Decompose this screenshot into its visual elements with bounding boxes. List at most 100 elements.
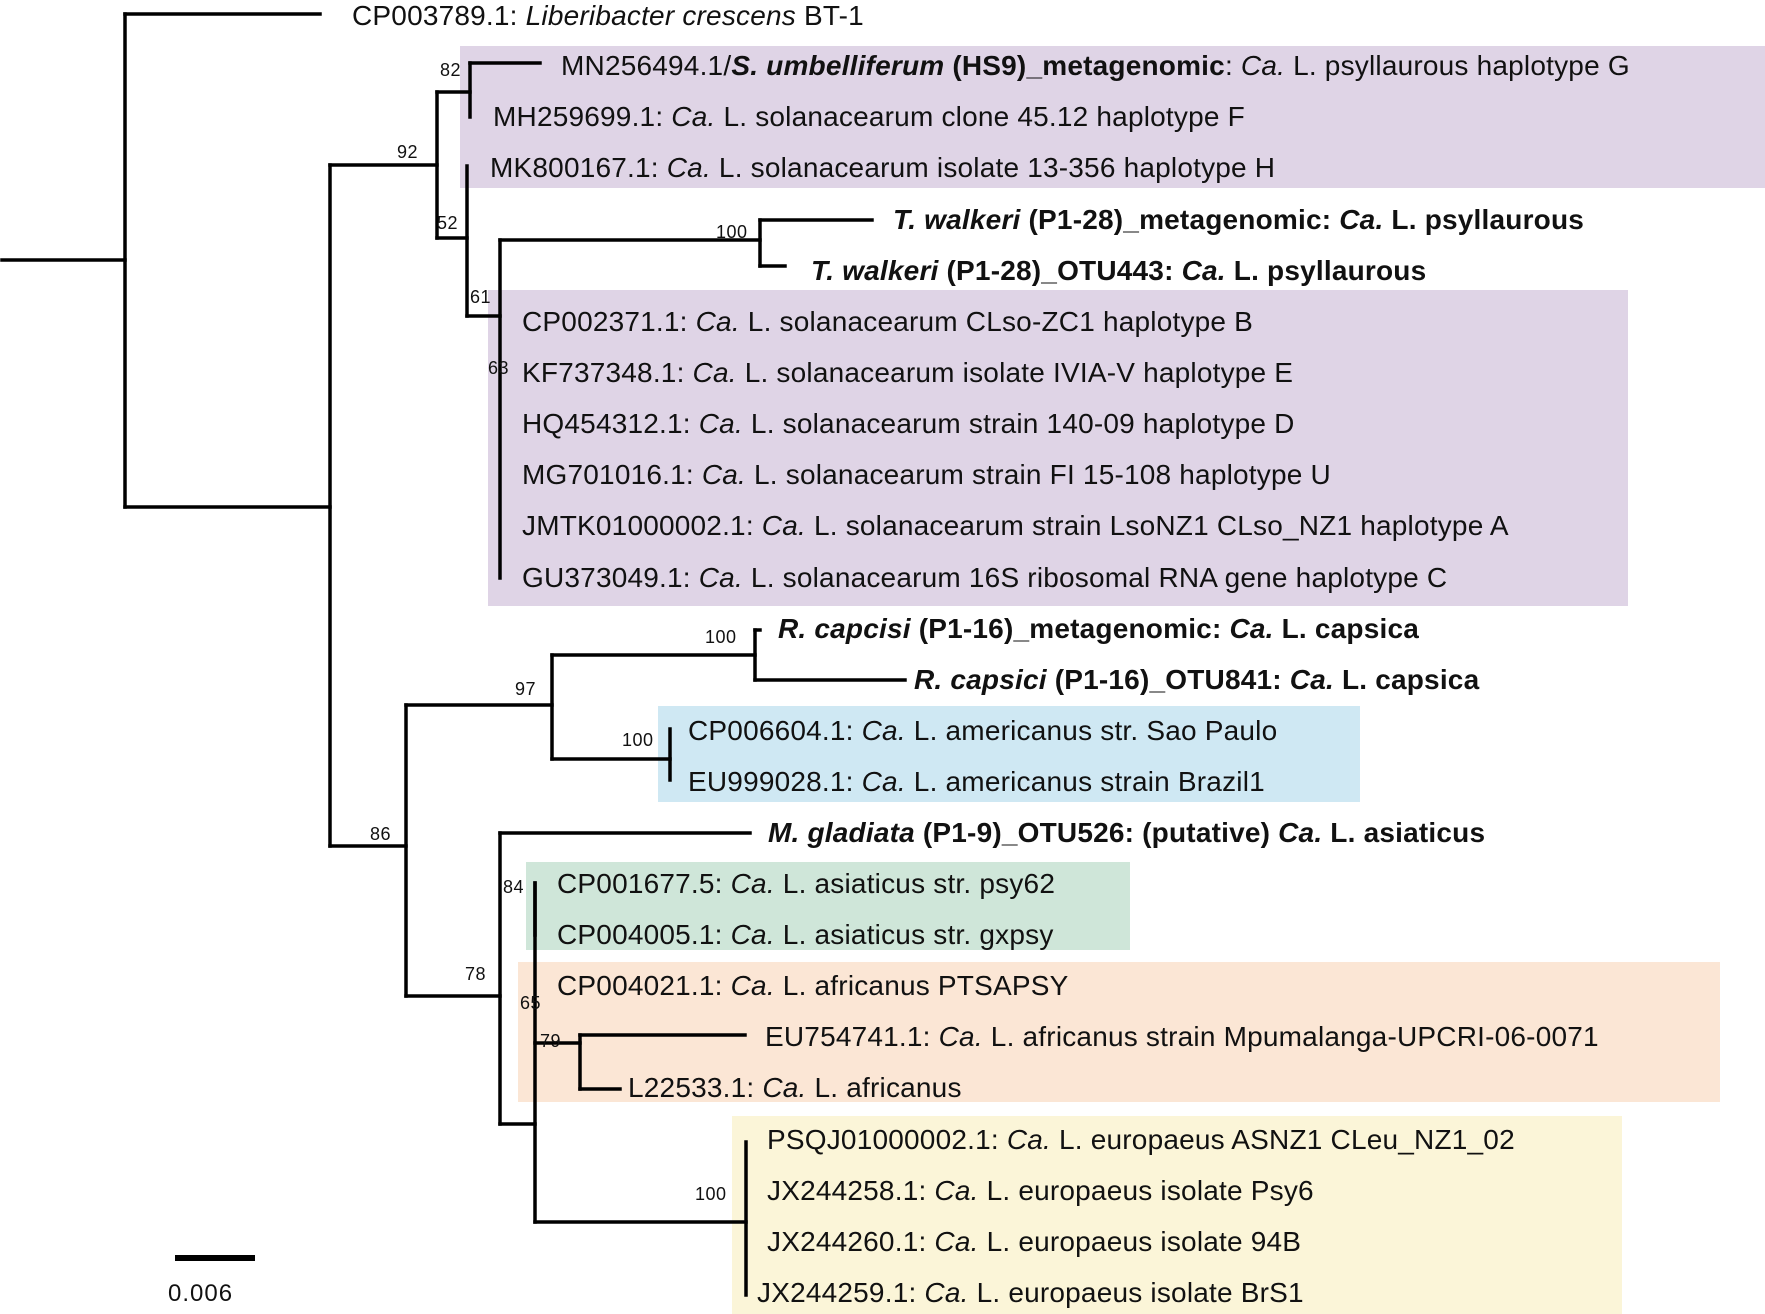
leaf-label-part: L. capsica [1273, 613, 1420, 644]
leaf-label: EU999028.1: Ca. L. americanus strain Bra… [688, 766, 1265, 798]
leaf-label-part: L. europaeus isolate 94B [978, 1226, 1302, 1257]
leaf-label-part: L. solanacearum strain LsoNZ1 CLso_NZ1 h… [805, 510, 1509, 541]
leaf-label: M. gladiata (P1-9)_OTU526: (putative) Ca… [768, 817, 1485, 849]
leaf-label-part: Ca. [1339, 204, 1384, 235]
leaf-label: CP004005.1: Ca. L. asiaticus str. gxpsy [557, 919, 1054, 951]
leaf-label-part: L. solanacearum CLso-ZC1 haplotype B [739, 306, 1254, 337]
leaf-label-part: BT-1 [795, 0, 864, 31]
leaf-label-part: Ca. [730, 919, 775, 950]
leaf-label-part: CP002371.1: [522, 306, 696, 337]
leaf-label-part: JX244260.1: [767, 1226, 935, 1257]
leaf-label-part: MH259699.1: [493, 101, 672, 132]
leaf-label-part: L. europaeus isolate Psy6 [978, 1175, 1314, 1206]
leaf-label: JX244259.1: Ca. L. europaeus isolate BrS… [757, 1277, 1304, 1309]
leaf-label: CP001677.5: Ca. L. asiaticus str. psy62 [557, 868, 1055, 900]
scale-bar [175, 1255, 255, 1261]
leaf-label-part: R. capsici [914, 664, 1047, 695]
leaf-label-part: Ca. [692, 357, 737, 388]
leaf-label-part: Ca. [695, 306, 740, 337]
leaf-label-part: Ca. [761, 510, 806, 541]
leaf-label-part: M. gladiata [768, 817, 915, 848]
leaf-label: MN256494.1/S. umbelliferum (HS9)_metagen… [561, 50, 1630, 82]
leaf-label-part: L. capsica [1333, 664, 1480, 695]
leaf-label-part: PSQJ01000002.1: [767, 1124, 1007, 1155]
leaf-label-part: Ca. [1229, 613, 1274, 644]
leaf-label-part: L. africanus [806, 1072, 962, 1103]
leaf-label-part: (HS9)_metagenomic [944, 50, 1225, 81]
bootstrap-value: 84 [503, 877, 525, 897]
leaf-label-part: JX244259.1: [757, 1277, 925, 1308]
bootstrap-value: 78 [465, 964, 487, 984]
leaf-label-part: L. solanacearum clone 45.12 haplotype F [715, 101, 1245, 132]
leaf-label-part: Liberibacter crescens [525, 0, 796, 31]
leaf-label-part: HQ454312.1: [522, 408, 699, 439]
leaf-label-part: GU373049.1: [522, 562, 699, 593]
leaf-label-part: Ca. [1181, 255, 1226, 286]
bootstrap-value: 97 [515, 679, 537, 699]
leaf-label: CP003789.1: Liberibacter crescens BT-1 [352, 0, 864, 32]
leaf-label-part: MN256494.1/ [561, 50, 732, 81]
leaf-label: JMTK01000002.1: Ca. L. solanacearum stra… [522, 510, 1509, 542]
leaf-label-part: Ca. [701, 459, 747, 490]
clade-highlight-europaeus [732, 1116, 1622, 1314]
leaf-label-part: S. umbelliferum [731, 50, 945, 81]
leaf-label-part: : [1224, 50, 1241, 81]
leaf-label-part: Ca. [698, 562, 743, 593]
leaf-label-part: (P1-28)_OTU443: [938, 255, 1182, 286]
leaf-label-part: L. psyllaurous [1383, 204, 1585, 235]
leaf-label: T. walkeri (P1-28)_OTU443: Ca. L. psylla… [811, 255, 1426, 287]
bootstrap-value: 52 [437, 213, 459, 233]
leaf-label-part: L22533.1: [628, 1072, 763, 1103]
leaf-label-part: EU754741.1: [765, 1021, 939, 1052]
leaf-label-part: Ca. [762, 1072, 807, 1103]
leaf-label-part: L. psyllaurous [1225, 255, 1427, 286]
leaf-label-part: Ca. [1289, 664, 1334, 695]
leaf-label-part: CP001677.5: [557, 868, 731, 899]
leaf-label-part: L. americanus strain Brazil1 [905, 766, 1265, 797]
leaf-label-part: CP006604.1: [688, 715, 862, 746]
leaf-label-part: Ca. [934, 1226, 979, 1257]
leaf-label: CP002371.1: Ca. L. solanacearum CLso-ZC1… [522, 306, 1253, 338]
leaf-label: EU754741.1: Ca. L. africanus strain Mpum… [765, 1021, 1599, 1053]
leaf-label: T. walkeri (P1-28)_metagenomic: Ca. L. p… [893, 204, 1584, 236]
leaf-label-part: Ca. [861, 766, 906, 797]
leaf-label-part: Ca. [934, 1175, 979, 1206]
leaf-label-part: R. capcisi [778, 613, 911, 644]
leaf-label-part: Ca. [861, 715, 906, 746]
clade-highlight-asiaticus [526, 862, 1130, 950]
leaf-label-part: Ca. [924, 1277, 969, 1308]
leaf-label-part: (P1-16)_OTU841: [1046, 664, 1290, 695]
clade-highlight-africanus [518, 962, 1720, 1102]
bootstrap-value: 79 [540, 1031, 562, 1051]
leaf-label-part: Ca. [1006, 1124, 1052, 1155]
clade-highlight-solanacearum-lower [488, 290, 1628, 606]
leaf-label-part: (P1-9)_OTU526: (putative) [914, 817, 1279, 848]
leaf-label-part: L. asiaticus str. psy62 [774, 868, 1056, 899]
leaf-label: JX244260.1: Ca. L. europaeus isolate 94B [767, 1226, 1301, 1258]
leaf-label-part: L. africanus strain Mpumalanga-UPCRI-06-… [982, 1021, 1599, 1052]
leaf-label: HQ454312.1: Ca. L. solanacearum strain 1… [522, 408, 1295, 440]
leaf-label: MH259699.1: Ca. L. solanacearum clone 45… [493, 101, 1245, 133]
leaf-label-part: Ca. [666, 152, 711, 183]
leaf-label-part: L. solanacearum isolate IVIA-V haplotype… [736, 357, 1294, 388]
bootstrap-value: 82 [440, 60, 462, 80]
clade-highlight-solanacearum-upper [460, 46, 1765, 188]
leaf-label-part: L. europaeus ASNZ1 CLeu_NZ1_02 [1051, 1124, 1515, 1155]
leaf-label-part: L. psyllaurous haplotype G [1285, 50, 1630, 81]
bootstrap-value: 61 [470, 287, 492, 307]
leaf-label: L22533.1: Ca. L. africanus [628, 1072, 962, 1104]
leaf-label: MK800167.1: Ca. L. solanacearum isolate … [490, 152, 1275, 184]
leaf-label-part: Ca. [938, 1021, 983, 1052]
bootstrap-value: 65 [520, 993, 542, 1013]
leaf-label-part: L. americanus str. Sao Paulo [905, 715, 1278, 746]
leaf-label-part: Ca. [698, 408, 743, 439]
bootstrap-value: 86 [370, 824, 392, 844]
leaf-label-part: Ca. [1240, 50, 1286, 81]
leaf-label-part: L. solanacearum strain 140-09 haplotype … [742, 408, 1295, 439]
leaf-label-part: (P1-28)_metagenomic: [1020, 204, 1340, 235]
leaf-label-part: L. solanacearum strain FI 15-108 haploty… [746, 459, 1331, 490]
bootstrap-value: 100 [716, 222, 748, 242]
clade-highlight-americanus [658, 706, 1360, 802]
leaf-label-part: T. walkeri [811, 255, 939, 286]
